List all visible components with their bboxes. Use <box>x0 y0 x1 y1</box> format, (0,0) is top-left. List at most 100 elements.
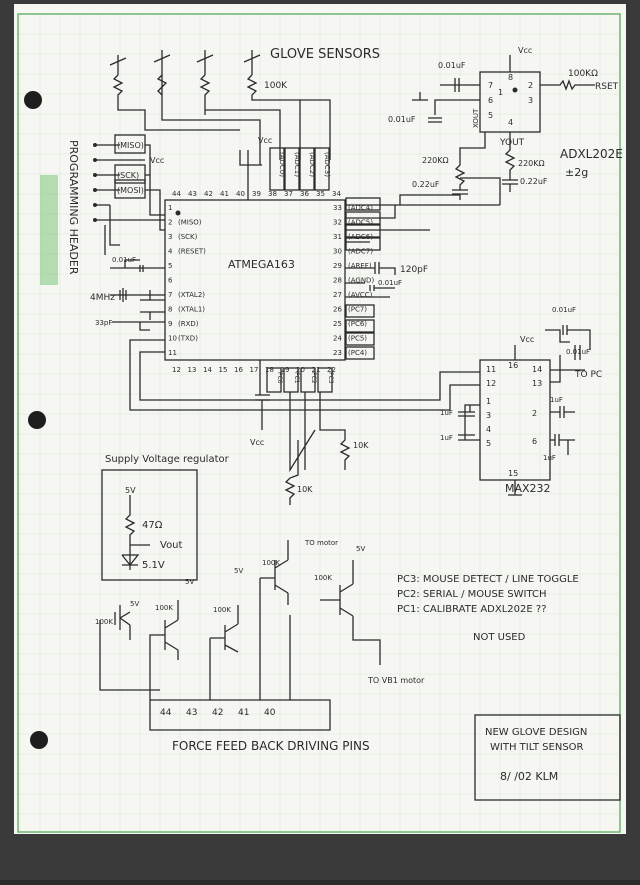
mcu-top-pin: 36 <box>300 190 309 198</box>
mcu-right-pin-number: 26 <box>333 306 342 314</box>
header-vcc: Vcc <box>150 156 164 165</box>
force-feedback-pin: 43 <box>186 708 197 718</box>
adxl-c2: 0.22uF <box>520 177 548 186</box>
mcu-bottom-pin: 12 <box>172 366 181 374</box>
mcu-name: ATMEGA163 <box>228 258 295 271</box>
mcu-top-pin: 44 <box>172 190 181 198</box>
mcu-bottom-pin: 16 <box>234 366 243 374</box>
mcu-right-pin-number: 25 <box>333 320 342 328</box>
mcu-right-pin-number: 33 <box>333 204 342 212</box>
adxl-rset-value: 100KΩ <box>568 69 598 79</box>
mcu-left-pin-number: 2 <box>168 219 172 227</box>
programming-header-title: PROGRAMMING HEADER <box>67 140 80 275</box>
mcu-cap-xtal: 33pF <box>95 319 112 327</box>
mcu-bottom-pin: 20 <box>296 366 305 374</box>
max232-cap-top2: 0.01uF <box>566 348 590 356</box>
mcu-bottom-pin: 14 <box>203 366 212 374</box>
mcu-right-pin-number: 29 <box>333 262 342 270</box>
regulator-vout: Vout <box>160 540 183 551</box>
adxl-pin-number: 4 <box>508 118 513 127</box>
max232-left-pin: 3 <box>486 411 491 420</box>
force-feedback-title: FORCE FEED BACK DRIVING PINS <box>172 739 370 753</box>
mcu-right-pin-number: 28 <box>333 277 342 285</box>
mcu-bottom-pin: 19 <box>281 366 290 374</box>
adxl-pin-number: 5 <box>488 111 493 120</box>
mcu-right-pin-label: (ADC7) <box>348 248 373 256</box>
ff-to-vb1: TO VB1 motor <box>367 676 425 685</box>
mcu-bottom-pin: 21 <box>312 366 321 374</box>
ff-5v-2: 5V <box>185 578 194 586</box>
adxl-r1: 220KΩ <box>422 156 449 165</box>
max232-right-pin: 13 <box>532 379 542 388</box>
ff-resistor-5: 100K <box>314 574 332 582</box>
max232-cap-top: 0.01uF <box>552 306 576 314</box>
mcu-left-pin-label: (TXD) <box>178 335 198 343</box>
mcu-left-pin-number: 9 <box>168 320 172 328</box>
max232-left-pin: 5 <box>486 439 491 448</box>
adxl-rset-label: RSET <box>595 82 619 92</box>
adxl-cap-left: 0.01uF <box>388 115 416 124</box>
ff-5v-1: 5V <box>130 600 139 608</box>
mcu-left-pin-label: (RESET) <box>178 248 206 256</box>
adxl-c1: 0.22uF <box>412 180 440 189</box>
mcu-left-pin-label: (RXD) <box>178 320 199 328</box>
force-feedback-pin: 40 <box>264 708 276 718</box>
mcu-left-pin-number: 10 <box>168 335 177 343</box>
switch-r2: 10K <box>297 485 313 494</box>
mcu-vcc: Vcc <box>258 136 272 145</box>
mcu-right-pin-number: 31 <box>333 233 342 241</box>
mcu-top-adc-label: (ADC1) <box>293 152 301 177</box>
note-not-used: NOT USED <box>473 632 526 643</box>
regulator-title: Supply Voltage regulator <box>105 454 230 465</box>
ff-5v-4: 5V <box>356 545 365 553</box>
header-mosi: (MOSI) <box>117 186 144 195</box>
ff-to-motor: TO motor <box>304 539 338 547</box>
mcu-right-pin-label: (PC6) <box>348 320 367 328</box>
adxl-yout: YOUT <box>499 138 525 148</box>
mcu-left-pin-label: (MISO) <box>178 219 202 227</box>
mcu-top-pin: 40 <box>236 190 245 198</box>
mcu-left-pin-number: 8 <box>168 306 172 314</box>
mcu-crystal: 4MHz <box>90 293 115 303</box>
adxl-vcc: Vcc <box>518 46 532 55</box>
mcu-left-pin-number: 3 <box>168 233 172 241</box>
ff-resistor-3: 100K <box>213 606 231 614</box>
regulator-resistor: 47Ω <box>142 520 163 531</box>
mcu-bottom-pin: 22 <box>327 366 336 374</box>
paper-brand-strip <box>40 175 58 285</box>
mcu-top-pin: 41 <box>220 190 229 198</box>
mcu-top-pin: 43 <box>188 190 197 198</box>
mcu-right-pin-label: (ADC6) <box>348 233 373 241</box>
mcu-top-pin: 37 <box>284 190 293 198</box>
regulator-5v: 5V <box>125 486 136 495</box>
max232-to-pc: TO PC <box>574 370 602 380</box>
mcu-right-pin-label: (PC4) <box>348 349 367 357</box>
header-miso: (MISO) <box>117 141 144 150</box>
max232-cap-4: 1uF <box>543 454 556 462</box>
title-line1: NEW GLOVE DESIGN <box>485 727 587 738</box>
switch-r1: 10K <box>353 441 369 450</box>
mcu-top-adc-label: (ADC0) <box>278 152 286 177</box>
max232-bottom-pin: 15 <box>508 469 518 478</box>
glove-sensors-title: GLOVE SENSORS <box>270 47 380 62</box>
mcu-top-pin: 39 <box>252 190 261 198</box>
mcu-top-adc-label: (ADC2) <box>308 152 316 177</box>
adxl-pin-number: 6 <box>488 96 493 105</box>
adxl-xout: XOUT <box>472 108 480 128</box>
glove-sensor-resistor: 100K <box>264 81 288 91</box>
force-feedback-pin: 41 <box>238 708 249 718</box>
mcu-bottom-pin: 17 <box>250 366 259 374</box>
mcu-left-pin-number: 1 <box>168 204 172 212</box>
max232-left-pin: 11 <box>486 365 496 374</box>
graph-grid <box>18 13 620 832</box>
mcu-left-pin-number: 4 <box>168 248 173 256</box>
mcu-bottom-pin: 13 <box>188 366 197 374</box>
mcu-right-pin-number: 24 <box>333 335 342 343</box>
adxl-pin-number: 2 <box>528 81 533 90</box>
mcu-right-pin-label: (ADC4) <box>348 204 373 212</box>
mcu-left-pin-number: 7 <box>168 291 172 299</box>
